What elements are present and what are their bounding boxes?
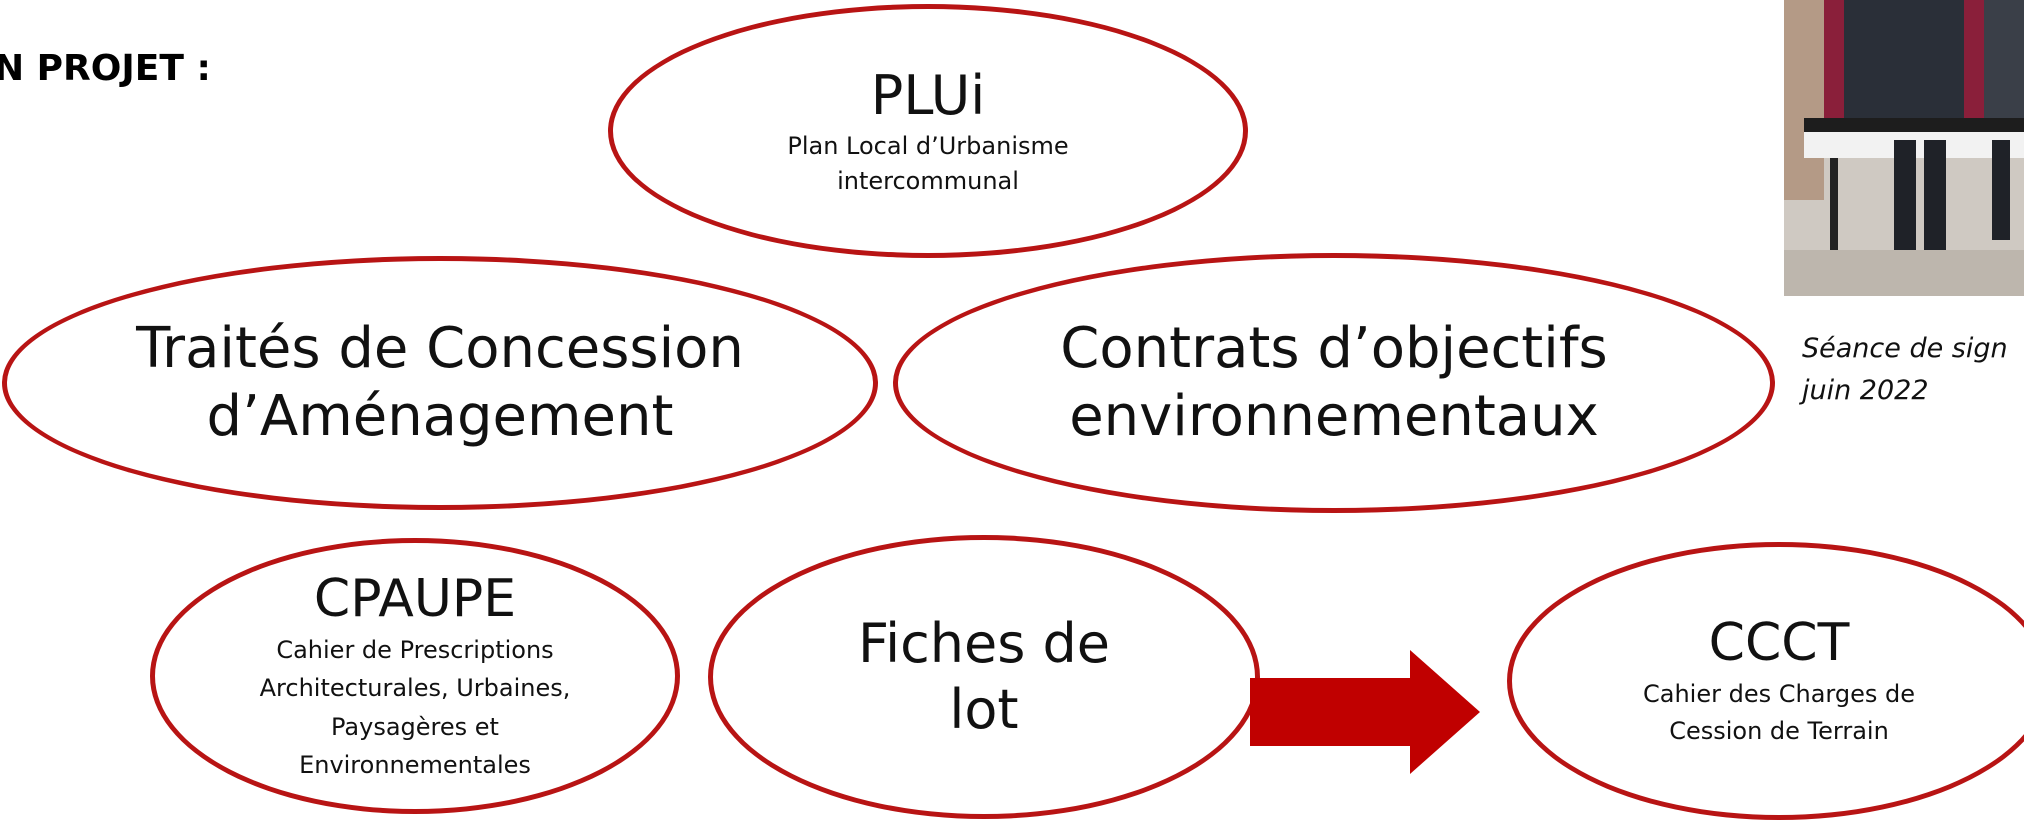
ccct-subtitle-line-1: Cahier des Charges de [1643, 679, 1915, 708]
coe-title-line-2: environnementaux [1069, 384, 1599, 449]
caption-line-2: juin 2022 [1802, 374, 1929, 406]
tca-title-line-2: d’Aménagement [206, 384, 674, 449]
caption-line-1: Séance de sign [1802, 333, 2008, 364]
cpaupe-subtitle-line-1: Cahier de Prescriptions [276, 635, 554, 664]
right-arrow-icon [1250, 650, 1480, 774]
signing-photo [1784, 0, 2024, 296]
plui-subtitle-line-2: intercommunal [837, 166, 1019, 195]
tca-title-line-1: Traités de Concession [136, 315, 744, 381]
cpaupe-subtitle-line-2: Architecturales, Urbaines, [259, 674, 571, 703]
cpaupe-title: CPAUPE [313, 568, 517, 629]
photo-caption: Séance de sign juin 2022 [1802, 328, 2008, 412]
ccct-subtitle-line-2: Cession de Terrain [1669, 716, 1889, 745]
ccct-title: CCCT [1708, 613, 1850, 674]
tca-ellipse: Traités de Concession d’Aménagement [2, 256, 878, 510]
ccct-ellipse: CCCT Cahier des Charges de Cession de Te… [1507, 542, 2024, 820]
cpaupe-subtitle-line-3: Paysagères et [331, 712, 499, 741]
cpaupe-subtitle-line-4: Environnementales [299, 751, 531, 780]
fiches-title-line-1: Fiches de [857, 612, 1111, 676]
plui-ellipse: PLUi Plan Local d’Urbanisme intercommuna… [608, 4, 1248, 258]
section-heading: N PROJET : [0, 48, 211, 89]
plui-subtitle-line-1: Plan Local d’Urbanisme [787, 132, 1069, 161]
fiches-title-line-2: lot [949, 678, 1019, 741]
cpaupe-ellipse: CPAUPE Cahier de Prescriptions Architect… [150, 538, 680, 814]
coe-title-line-1: Contrats d’objectifs [1060, 315, 1608, 381]
coe-ellipse: Contrats d’objectifs environnementaux [893, 253, 1775, 513]
fiches-ellipse: Fiches de lot [708, 535, 1260, 819]
plui-title: PLUi [870, 64, 986, 128]
